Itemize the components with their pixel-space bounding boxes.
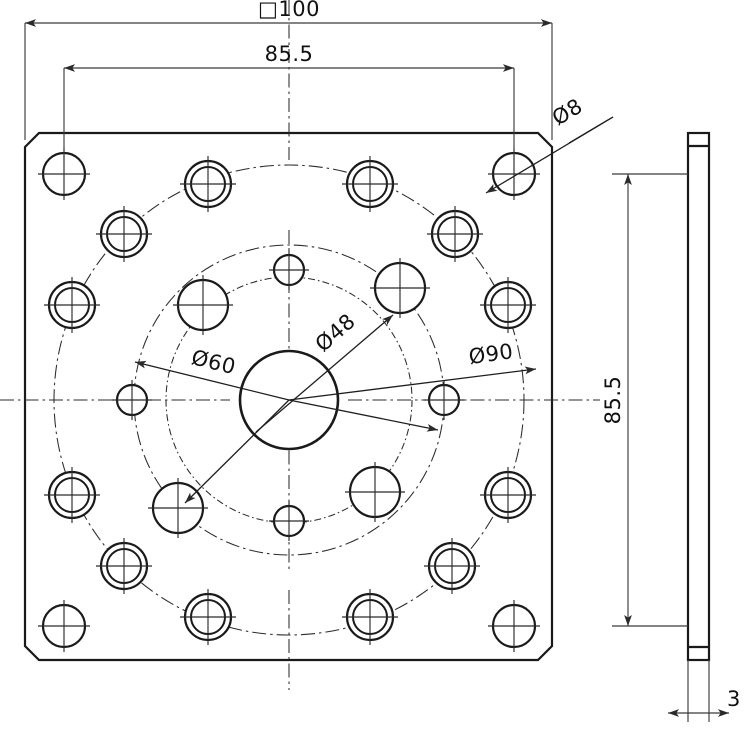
counterbore-hole — [424, 538, 480, 594]
counterbore-hole — [480, 277, 536, 333]
top-dimension-group: □100 85.5 — [24, 0, 553, 160]
front-view-group — [0, 0, 600, 690]
counterbore-hole — [96, 206, 152, 262]
leader-line-dia-48 — [255, 314, 394, 433]
leader-line-dia-90-b — [288, 399, 439, 432]
plate-outline — [23, 131, 554, 662]
dim-label-dia-60: Ø60 — [189, 345, 238, 379]
dim-label-85-5-vertical: 85.5 — [601, 376, 625, 425]
side-view-group: 85.5 3 — [601, 131, 741, 722]
dim-label-85-5-horizontal: 85.5 — [265, 42, 314, 66]
leader-line-dia-90-a — [288, 366, 537, 401]
small-locating-hole — [112, 380, 152, 420]
small-locating-hole — [269, 501, 309, 541]
inner-bolt-hole — [148, 478, 208, 538]
inner-bolt-hole — [345, 462, 405, 522]
bolt-circle-90 — [53, 164, 525, 636]
counterbore-hole — [427, 206, 483, 262]
inner-bolt-hole — [173, 275, 233, 335]
leader-line-dia-60-a — [184, 399, 290, 504]
corner-hole-top-right — [488, 148, 540, 200]
counterbore-hole — [480, 467, 536, 523]
leader-line-dia-60-b — [134, 360, 290, 401]
dim-label-dia-90: Ø90 — [467, 339, 515, 369]
corner-hole-bottom-left — [38, 600, 90, 652]
dim-label-dia-8: Ø8 — [548, 94, 587, 130]
dim-label-thickness-3: 3 — [727, 687, 741, 711]
counterbore-hole — [96, 538, 152, 594]
leader-tail-dia-8 — [568, 116, 614, 144]
counterbore-hole — [44, 277, 100, 333]
counterbore-hole — [342, 156, 398, 212]
side-view-plate-body — [686, 131, 711, 662]
inner-bolt-hole — [370, 258, 430, 318]
counterbore-hole — [180, 589, 236, 645]
small-locating-hole — [424, 380, 464, 420]
corner-hole-bottom-right — [488, 600, 540, 652]
dim-label-square-100: □100 — [258, 0, 320, 21]
counterbore-hole — [342, 589, 398, 645]
counterbore-hole — [180, 156, 236, 212]
small-locating-hole — [269, 250, 309, 290]
counterbore-hole — [44, 467, 100, 523]
